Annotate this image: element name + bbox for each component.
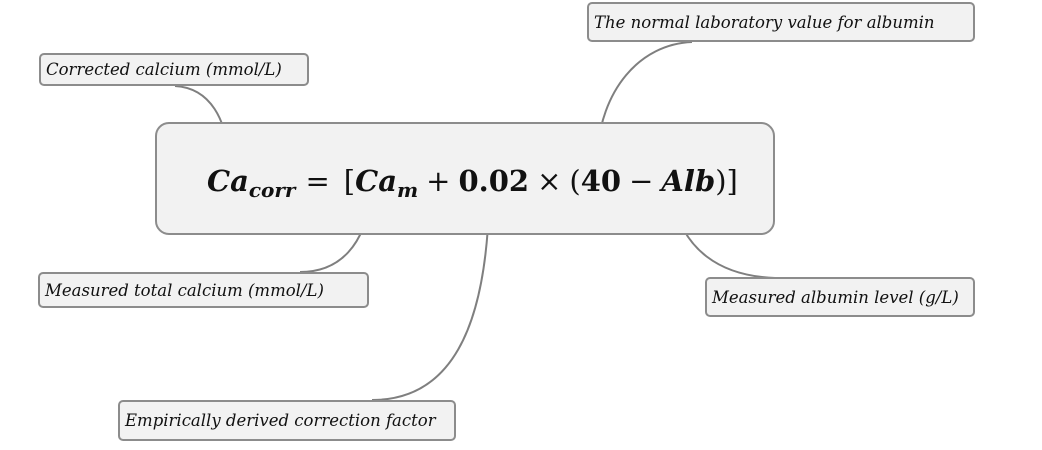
callout-corrected-calcium: Corrected calcium (mmol/L) [39,53,309,86]
corrected-calcium-formula: Cacorr=[Cam+0.02×(40−Alb)] [207,163,738,202]
formula-open-paren: ( [569,164,581,198]
formula-alb-var: Alb [661,164,716,198]
formula-close: )] [715,164,738,198]
callout-measured-calcium: Measured total calcium (mmol/L) [38,272,369,308]
formula-box [155,122,775,235]
formula-factor: 0.02 [458,164,530,198]
formula-ca-var: Ca [355,164,397,198]
formula-equals: = [305,164,330,198]
callout-correction-factor: Empirically derived correction factor [118,400,456,441]
callout-measured-calcium-label: Measured total calcium (mmol/L) [45,280,324,300]
formula-times: × [537,164,562,198]
callout-correction-factor-label: Empirically derived correction factor [125,411,436,430]
callout-corrected-calcium-label: Corrected calcium (mmol/L) [46,60,282,79]
callout-measured-albumin-label: Measured albumin level (g/L) [712,287,959,307]
formula-plus: + [426,164,451,198]
formula-ca-sub: m [396,178,419,202]
arrow-correction-factor [371,203,494,401]
formula-lhs-sub: corr [248,178,296,202]
callout-measured-albumin: Measured albumin level (g/L) [705,277,975,317]
formula-normal-value: 40 [580,164,622,198]
formula-minus: − [629,164,654,198]
formula-open-bracket: [ [343,164,356,198]
formula-lhs-var: Ca [207,164,249,198]
callout-normal-albumin-label: The normal laboratory value for albumin [594,12,935,32]
callout-normal-albumin: The normal laboratory value for albumin [587,2,975,42]
